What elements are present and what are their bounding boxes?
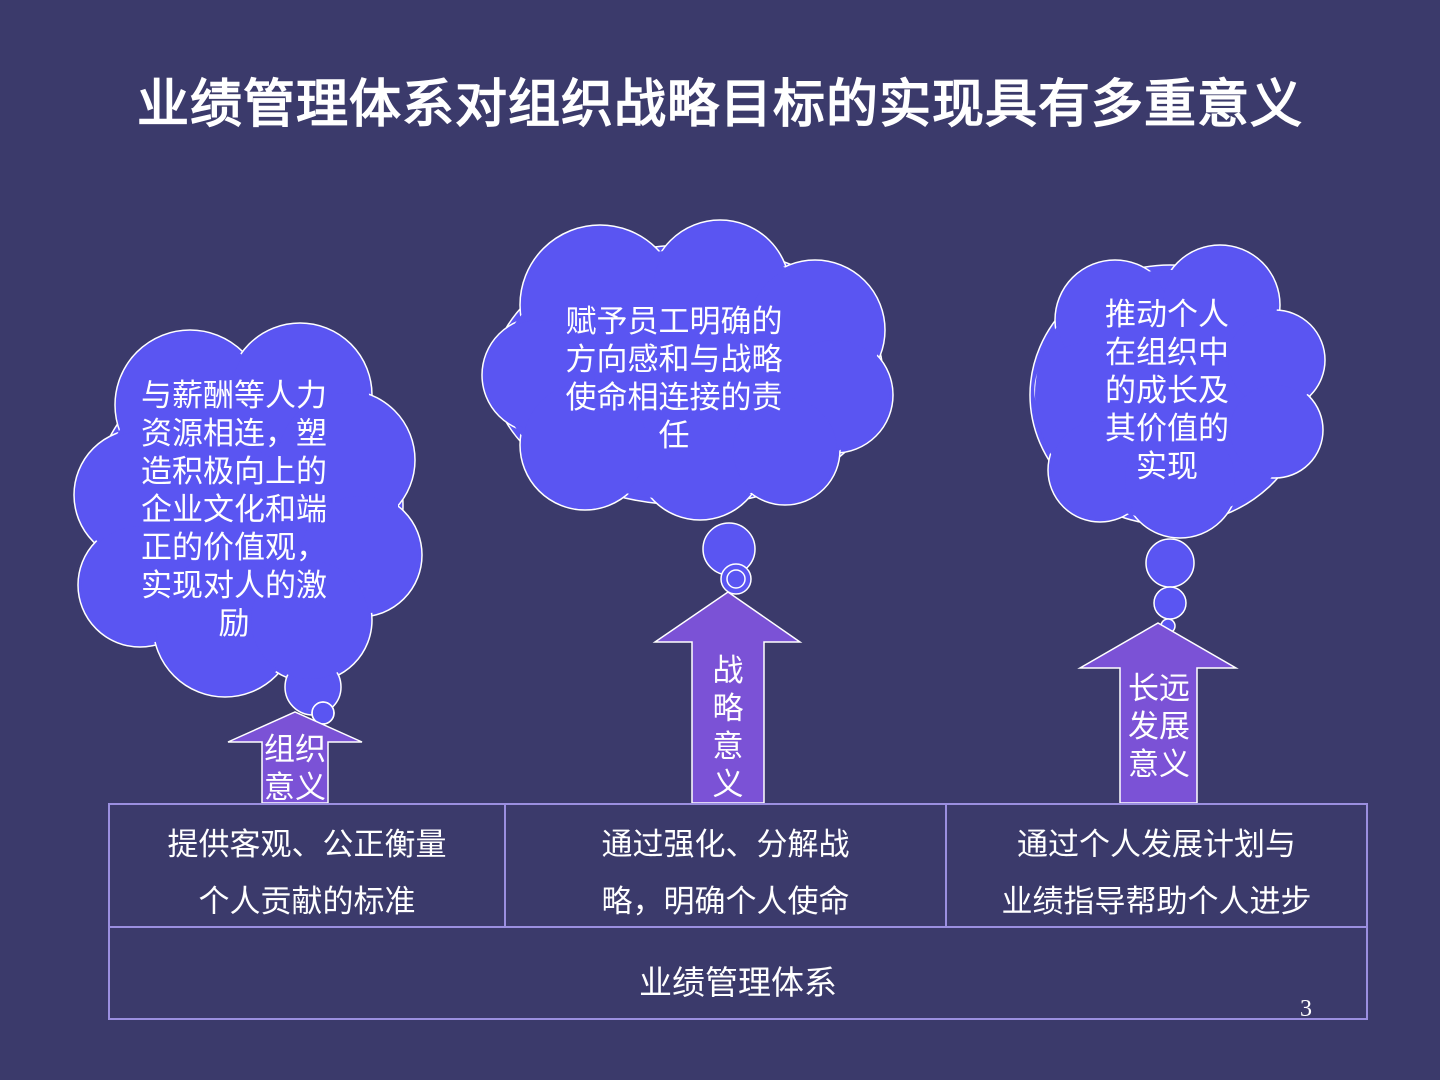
table-row: 提供客观、公正衡量 个人贡献的标准 通过强化、分解战 略，明确个人使命 通过个人… (110, 805, 1366, 928)
arrow-middle-label: 战略意义 (712, 653, 744, 803)
base-table: 提供客观、公正衡量 个人贡献的标准 通过强化、分解战 略，明确个人使命 通过个人… (108, 803, 1368, 1020)
arrow-middle (652, 591, 803, 804)
table-cell-3: 通过个人发展计划与 业绩指导帮助个人进步 (947, 805, 1366, 926)
cell-2-line-1: 通过强化、分解战 (601, 827, 850, 863)
cell-1-line-1: 提供客观、公正衡量 (167, 827, 447, 863)
page-number: 3 (1300, 996, 1312, 1022)
arrow-left-label: 组织意义 (264, 732, 326, 806)
page-title: 业绩管理体系对组织战略目标的实现具有多重意义 (136, 75, 1303, 135)
arrow-right (1077, 622, 1239, 804)
table-cell-2: 通过强化、分解战 略，明确个人使命 (506, 805, 947, 926)
table-cell-1: 提供客观、公正衡量 个人贡献的标准 (110, 805, 506, 926)
cloud-right-text: 推动个人在组织中的成长及其价值的实现 (1105, 297, 1229, 485)
base-label: 业绩管理体系 (639, 963, 837, 1002)
cell-3-line-2: 业绩指导帮助个人进步 (1001, 884, 1312, 920)
cell-3-line-1: 通过个人发展计划与 (1017, 827, 1296, 863)
cell-1-line-2: 个人贡献的标准 (198, 884, 416, 920)
cloud-left-text: 与薪酬等人力资源相连，塑造积极向上的企业文化和端正的价值观，实现对人的激励 (141, 378, 327, 642)
cloud-middle-text: 赋予员工明确的方向感和与战略使命相连接的责任 (565, 304, 783, 454)
cell-2-line-2: 略，明确个人使命 (601, 884, 850, 920)
arrow-right-label: 长远发展意义 (1128, 671, 1190, 783)
arrow-left (227, 711, 363, 804)
